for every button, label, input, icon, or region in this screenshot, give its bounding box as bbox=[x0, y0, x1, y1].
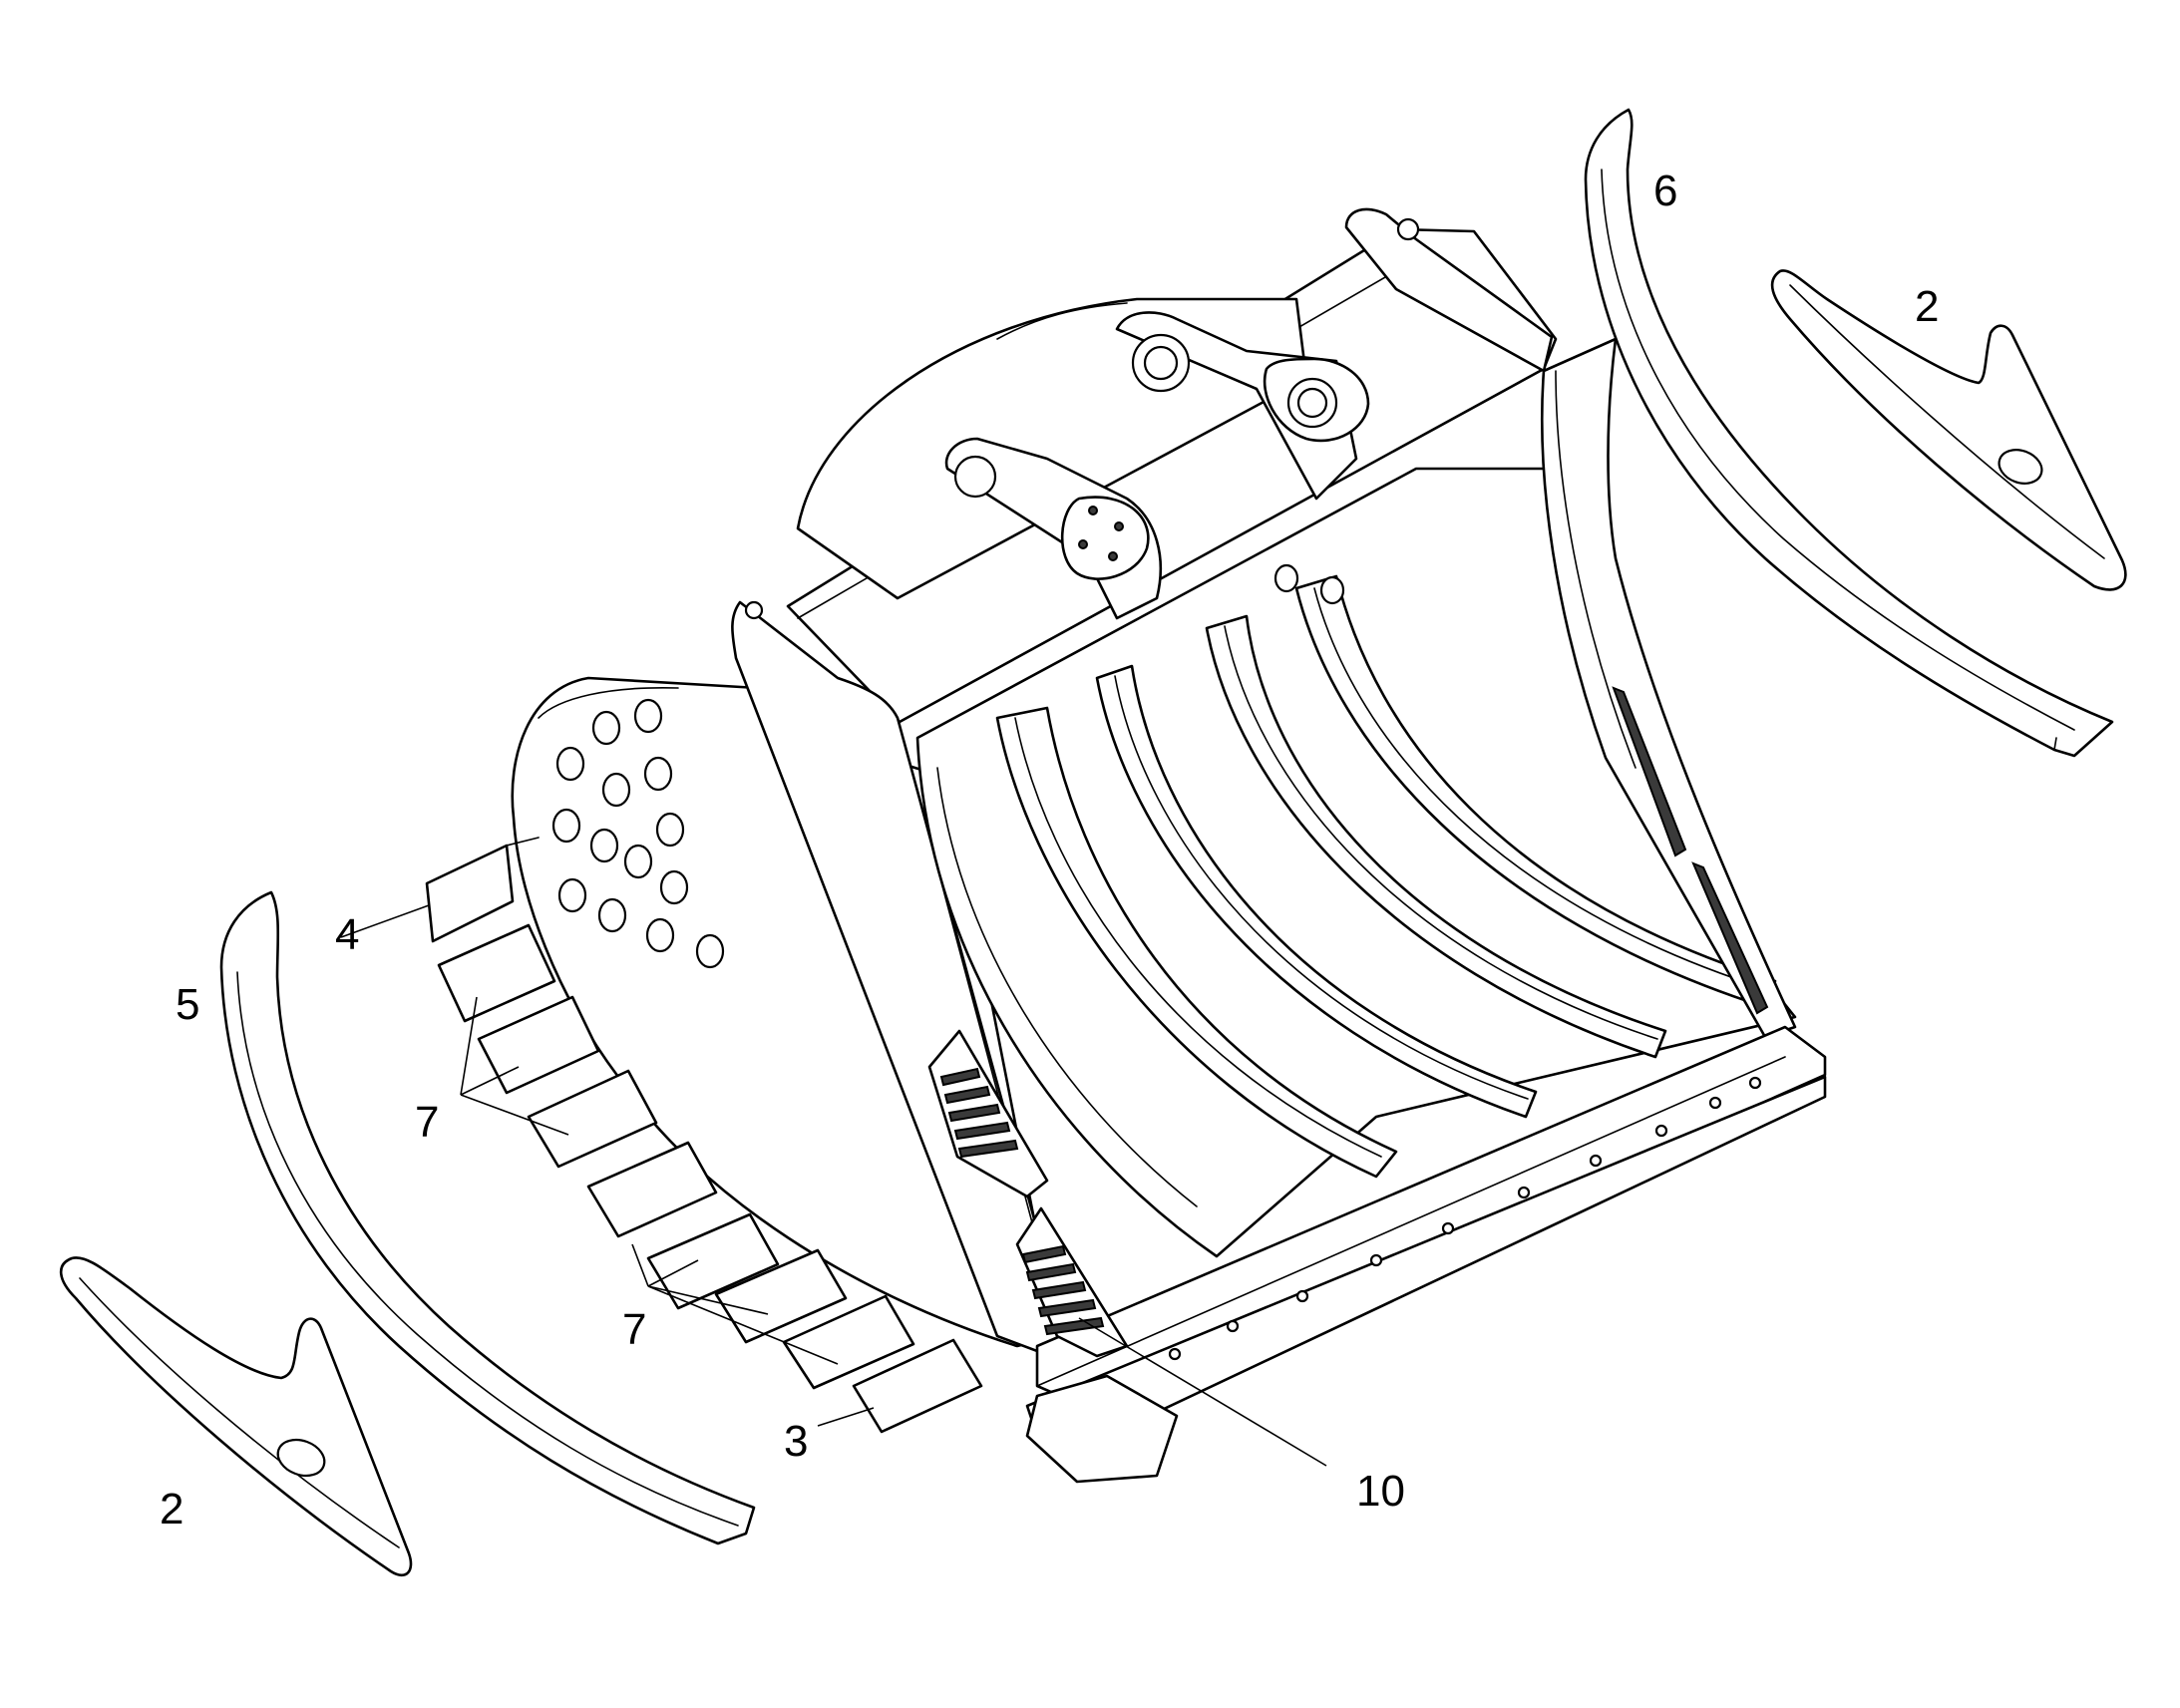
plate-hole bbox=[276, 1438, 326, 1478]
callout-7-upper: 7 bbox=[415, 1098, 439, 1147]
strip-3 bbox=[852, 1338, 983, 1434]
callout-labels: 6 2 4 5 7 7 3 10 2 bbox=[160, 167, 1939, 1534]
side-plate-2-right bbox=[1770, 269, 2127, 591]
callout-2-right: 2 bbox=[1915, 282, 1939, 331]
strip-4 bbox=[425, 837, 540, 943]
callout-7-lower: 7 bbox=[622, 1305, 646, 1354]
callout-6: 6 bbox=[1653, 167, 1677, 215]
plate-hole bbox=[1998, 449, 2043, 485]
callout-4: 4 bbox=[335, 910, 359, 959]
callout-3: 3 bbox=[784, 1417, 808, 1466]
callout-5: 5 bbox=[176, 980, 199, 1029]
bucket-body bbox=[511, 207, 1827, 1484]
callout-10: 10 bbox=[1356, 1467, 1405, 1516]
callout-2-left: 2 bbox=[160, 1485, 183, 1534]
cheek-holes bbox=[551, 698, 725, 969]
tooth-strips-7-upper bbox=[437, 923, 658, 1169]
edge-bolt-holes bbox=[1168, 1076, 1762, 1361]
tooth-strips-7-lower bbox=[586, 1141, 915, 1390]
curved-strip-6 bbox=[1584, 108, 2114, 758]
curved-strip-5 bbox=[219, 890, 756, 1545]
leader-lines bbox=[340, 904, 1327, 1467]
side-plate-2-left bbox=[59, 1256, 413, 1577]
